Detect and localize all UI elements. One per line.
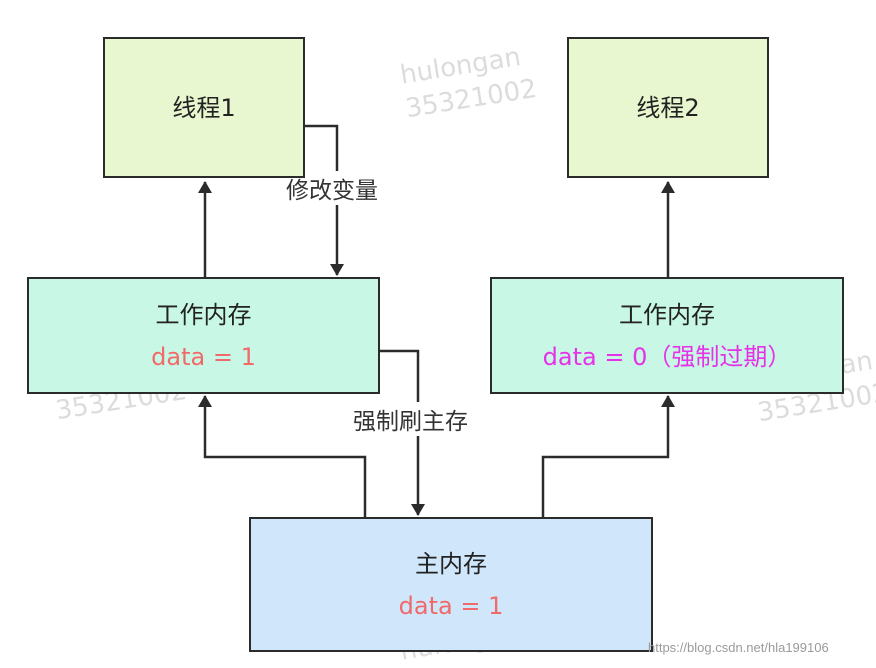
work-memory-1-title: 工作内存	[155, 300, 252, 329]
work-memory-2-title: 工作内存	[619, 300, 715, 329]
main-memory-box: 主内存 data = 1	[249, 517, 653, 652]
source-url: https://blog.csdn.net/hla199106	[648, 640, 829, 655]
thread2-title: 线程2	[636, 93, 700, 122]
thread1-box: 线程1	[103, 37, 305, 178]
arrow-thread1-modify-work1	[305, 124, 344, 276]
work-memory-2-value: data = 0（强制过期）	[542, 342, 792, 371]
arrow-work1-flush-main	[380, 349, 425, 516]
thread1-title: 线程1	[172, 93, 236, 122]
edge-label-force-flush: 强制刷主存	[351, 402, 470, 436]
main-memory-title: 主内存	[415, 549, 487, 578]
work-memory-1-value: data = 1	[151, 342, 256, 371]
work-memory-2-box: 工作内存 data = 0（强制过期）	[490, 277, 844, 394]
arrow-main-to-work1	[198, 395, 367, 517]
work-memory-1-box: 工作内存 data = 1	[27, 277, 380, 394]
arrow-main-to-work2	[541, 395, 675, 517]
main-memory-value: data = 1	[398, 591, 504, 620]
thread2-box: 线程2	[567, 37, 769, 178]
